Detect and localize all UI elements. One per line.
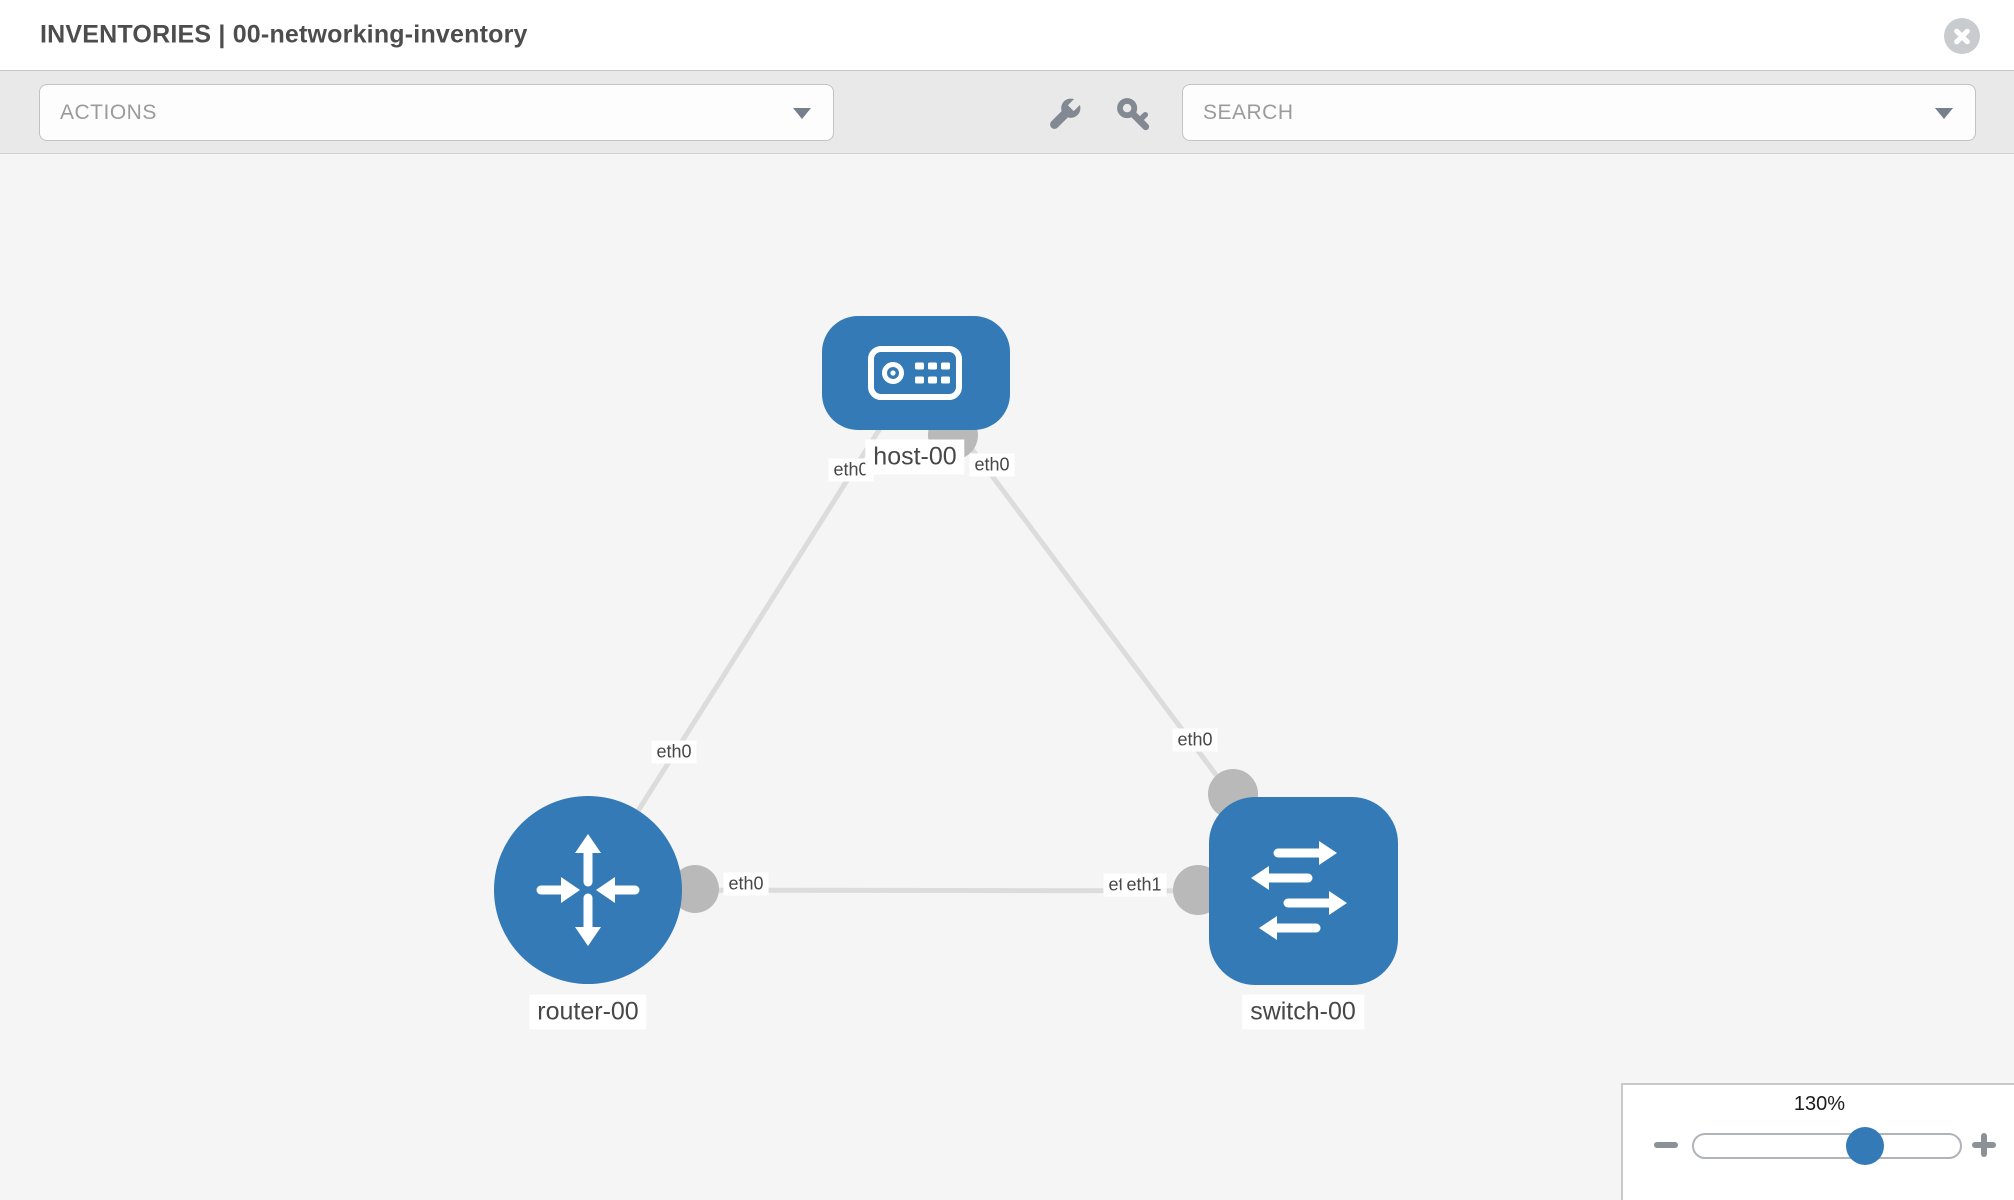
page-header: INVENTORIES | 00-networking-inventory — [0, 0, 2014, 70]
actions-dropdown-label: ACTIONS — [60, 100, 157, 124]
switch-icon — [1251, 841, 1347, 940]
interface-label: eth0 — [723, 872, 769, 896]
host-icon — [868, 346, 962, 400]
interface-dot-router — [671, 865, 719, 913]
node-label-host: host-00 — [865, 439, 965, 475]
wrench-icon — [1050, 96, 1083, 129]
credentials-button[interactable] — [1112, 93, 1156, 137]
zoom-level-label: 130% — [1793, 1093, 1846, 1115]
tools-button[interactable] — [1042, 93, 1086, 137]
interface-label: eth0 — [651, 740, 697, 764]
node-label-switch: switch-00 — [1242, 994, 1364, 1030]
toolbar: ACTIONS SEARCH — [0, 70, 2014, 154]
zoom-panel: 130% — [1621, 1083, 2014, 1200]
node-switch-00[interactable] — [1209, 797, 1398, 985]
key-icon — [1117, 98, 1150, 131]
topology-canvas[interactable]: host-00 router-00 switch-00 eth0 eth0 et… — [0, 154, 2014, 1200]
node-label-router: router-00 — [529, 994, 647, 1030]
node-host-00[interactable] — [822, 316, 1010, 430]
zoom-out-button[interactable] — [1654, 1142, 1678, 1148]
page-title: INVENTORIES | 00-networking-inventory — [40, 20, 528, 49]
interface-label: eth0 — [828, 458, 874, 482]
close-button[interactable] — [1944, 18, 1980, 54]
zoom-slider-track[interactable] — [1692, 1133, 1962, 1159]
chevron-down-icon — [793, 107, 811, 119]
interface-dots — [671, 410, 1258, 915]
search-dropdown[interactable]: SEARCH — [1182, 84, 1976, 141]
topology-diagram — [494, 316, 1398, 985]
interface-label: eth0 — [969, 453, 1015, 477]
interface-label: eth1 — [1121, 873, 1167, 897]
search-dropdown-label: SEARCH — [1203, 100, 1294, 124]
node-router-00[interactable] — [494, 796, 682, 984]
router-icon — [536, 834, 640, 946]
zoom-in-button[interactable] — [1972, 1133, 1996, 1157]
interface-label: eth0 — [1172, 728, 1218, 752]
chevron-down-icon — [1935, 107, 1953, 119]
zoom-slider-thumb[interactable] — [1846, 1127, 1884, 1165]
actions-dropdown[interactable]: ACTIONS — [39, 84, 834, 141]
